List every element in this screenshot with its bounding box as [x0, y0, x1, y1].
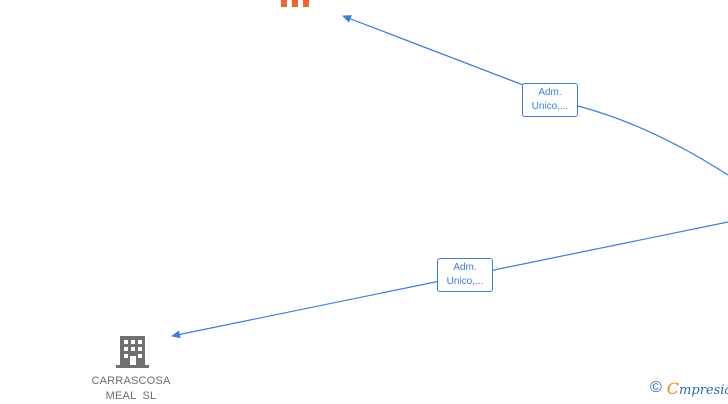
node-name-line1: CARRASCOSA	[91, 375, 171, 387]
edge-label-line1: Adm.	[538, 87, 562, 98]
carrascosa-node-label[interactable]: CARRASCOSA MEAL SL	[76, 374, 186, 404]
edge-top-company	[342, 15, 728, 176]
brand-logo: Cmpresia	[667, 379, 728, 398]
brand-first-letter: C	[666, 378, 680, 398]
edge-label-line2: Unico,...	[446, 276, 484, 287]
edge-label-line1: Adm.	[453, 262, 477, 273]
top-company-building-icon[interactable]	[279, 0, 312, 7]
brand-rest: mpresia	[679, 382, 728, 398]
edge-label-bottom[interactable]: Adm. Unico,...	[437, 258, 493, 292]
copyright-icon: ©	[650, 379, 662, 396]
edge-label-line2: Unico,...	[531, 101, 569, 112]
building-windows	[124, 340, 142, 365]
edge-label-top[interactable]: Adm. Unico,...	[522, 83, 578, 117]
node-name-line2: MEAL SL	[105, 390, 157, 402]
empresia-brand[interactable]: © Cmpresia	[650, 378, 728, 398]
